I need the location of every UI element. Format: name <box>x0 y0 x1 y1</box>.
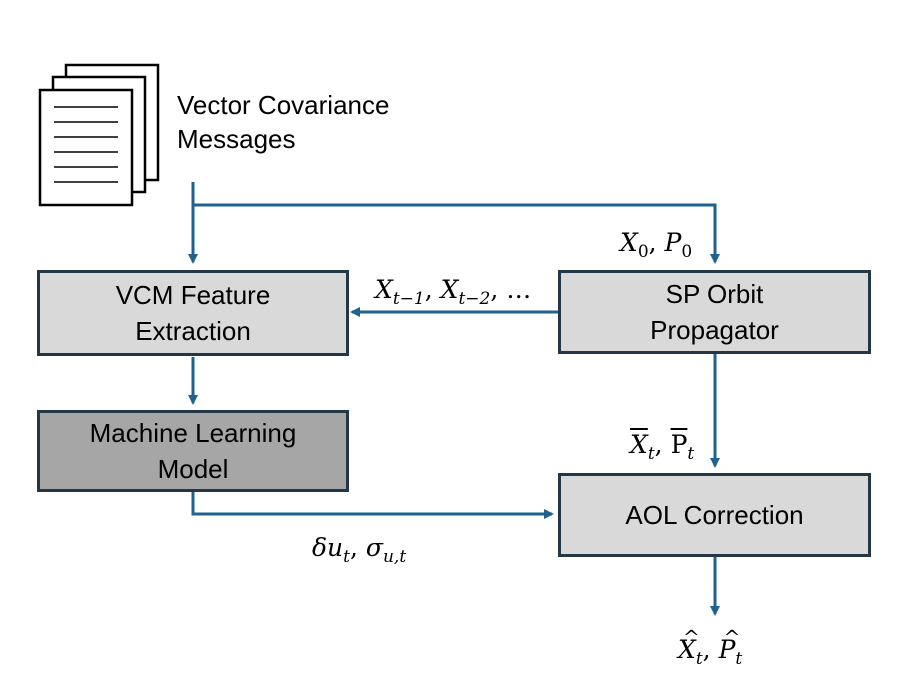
input-label-line1: Vector Covariance <box>177 90 390 120</box>
document-page-back <box>64 63 160 182</box>
label-propagated-state: Xt, Pt <box>630 430 695 464</box>
vcm-box-line2: Extraction <box>135 316 251 346</box>
sp-box-line1: SP Orbit <box>665 279 764 309</box>
sp-orbit-propagator-box: SP Orbit Propagator <box>558 270 871 354</box>
sp-box-line2: Propagator <box>650 315 779 345</box>
ml-box-line2: Model <box>157 454 229 484</box>
document-page-front <box>38 88 134 207</box>
aol-correction-box: AOL Correction <box>558 473 871 557</box>
input-label: Vector Covariance Messages <box>177 88 389 156</box>
arrow-ml-to-aol <box>191 492 554 519</box>
vcm-feature-extraction-box: VCM Feature Extraction <box>37 270 349 356</box>
aol-box-line1: AOL Correction <box>625 500 804 530</box>
label-x0-p0: X0, P0 <box>620 228 693 262</box>
document-page-middle <box>51 75 147 194</box>
vcm-box-line1: VCM Feature <box>115 280 271 310</box>
label-ml-correction: δut, σu,t <box>312 533 407 567</box>
input-label-line2: Messages <box>177 124 296 154</box>
machine-learning-model-box: Machine Learning Model <box>37 410 349 492</box>
ml-box-line1: Machine Learning <box>89 418 297 448</box>
label-corrected-state: Xt, Pt <box>678 622 742 668</box>
label-state-history: Xt−1, Xt−2, … <box>375 275 532 309</box>
